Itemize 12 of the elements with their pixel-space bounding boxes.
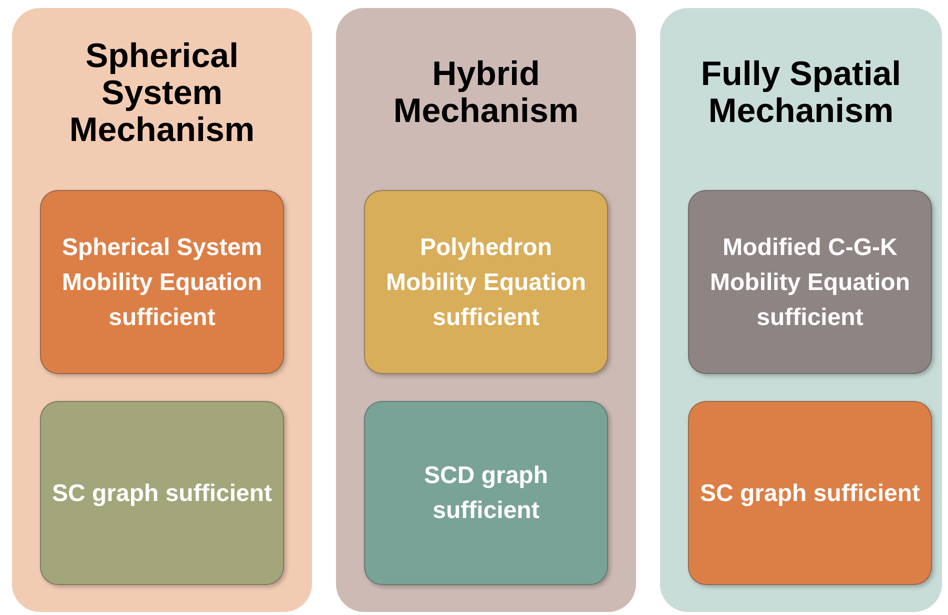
column-panel: [336, 8, 636, 612]
method-card: Modified C-G-K Mobility Equation sufficient: [688, 190, 932, 374]
method-card: SCD graph sufficient: [364, 401, 608, 585]
method-card: SC graph sufficient: [40, 401, 284, 585]
method-card: Spherical System Mobility Equation sufficient: [40, 190, 284, 374]
column-heading: Fully Spatial Mechanism: [700, 55, 902, 130]
method-card: SC graph sufficient: [688, 401, 932, 585]
method-card: Polyhedron Mobility Equation sufficient: [364, 190, 608, 374]
column-panel: [12, 8, 312, 612]
column-heading: Spherical System Mechanism: [69, 37, 255, 149]
column-heading: Hybrid Mechanism: [393, 55, 579, 130]
column-panel: [660, 8, 942, 612]
